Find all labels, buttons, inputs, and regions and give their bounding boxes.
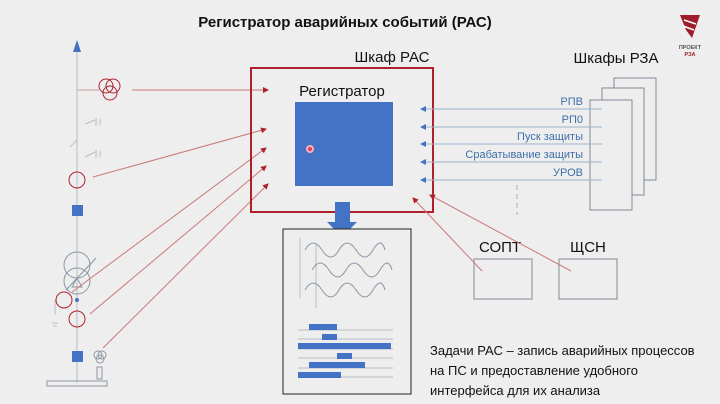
rza-cabinets [589, 77, 657, 211]
current-transformer-icon [55, 291, 73, 309]
sopt-box [473, 258, 533, 300]
arrow-up-icon [73, 40, 81, 52]
signal-label: УРОВ [553, 167, 583, 179]
disconnector-icon [69, 118, 101, 158]
registrar-label: Регистратор [299, 83, 385, 100]
signal-label: Пуск защиты [517, 131, 583, 143]
power-transformer-icon [63, 251, 97, 295]
description-text: Задачи РАС – запись аварийных процессов … [430, 343, 695, 398]
breaker-icon [72, 351, 83, 362]
rza-signals: РПВ РП0 Пуск защиты Срабатывание защиты … [465, 96, 583, 179]
schsn-label: ЩСН [570, 239, 606, 256]
signal-label: РПВ [560, 96, 583, 108]
cursor-dot [306, 145, 314, 153]
svg-text:ПРОЕКТ: ПРОЕКТ [679, 45, 702, 51]
registrar-device [295, 102, 393, 186]
current-transformer-icon [68, 171, 86, 189]
rza-label: Шкафы РЗА [573, 50, 658, 67]
page-title: Регистратор аварийных событий (РАС) [198, 14, 491, 31]
logo: ПРОЕКТ РЗА [679, 15, 702, 58]
current-transformer-icon [68, 310, 86, 328]
signal-label: Срабатывание защиты [465, 149, 583, 161]
svg-text:на ПС и предоставление удобног: на ПС и предоставление удобного [430, 363, 638, 378]
substation-scheme [46, 40, 269, 387]
svg-text:интерфейса для их анализа: интерфейса для их анализа [430, 383, 601, 398]
voltage-transformer-icon [98, 78, 121, 101]
cabinet-label: Шкаф РАС [355, 49, 430, 66]
svg-text:РЗА: РЗА [684, 52, 695, 58]
signal-label: РП0 [562, 114, 583, 126]
voltage-transformer-small-icon [93, 350, 107, 380]
output-arrow-icon [327, 202, 357, 237]
busbar [46, 380, 108, 387]
svg-text:Задачи РАС – запись аварийных: Задачи РАС – запись аварийных процессов [430, 343, 695, 358]
sopt-label: СОПТ [479, 239, 521, 256]
report-document [282, 228, 412, 395]
schsn-box [558, 258, 618, 300]
breaker-icon [72, 205, 83, 216]
